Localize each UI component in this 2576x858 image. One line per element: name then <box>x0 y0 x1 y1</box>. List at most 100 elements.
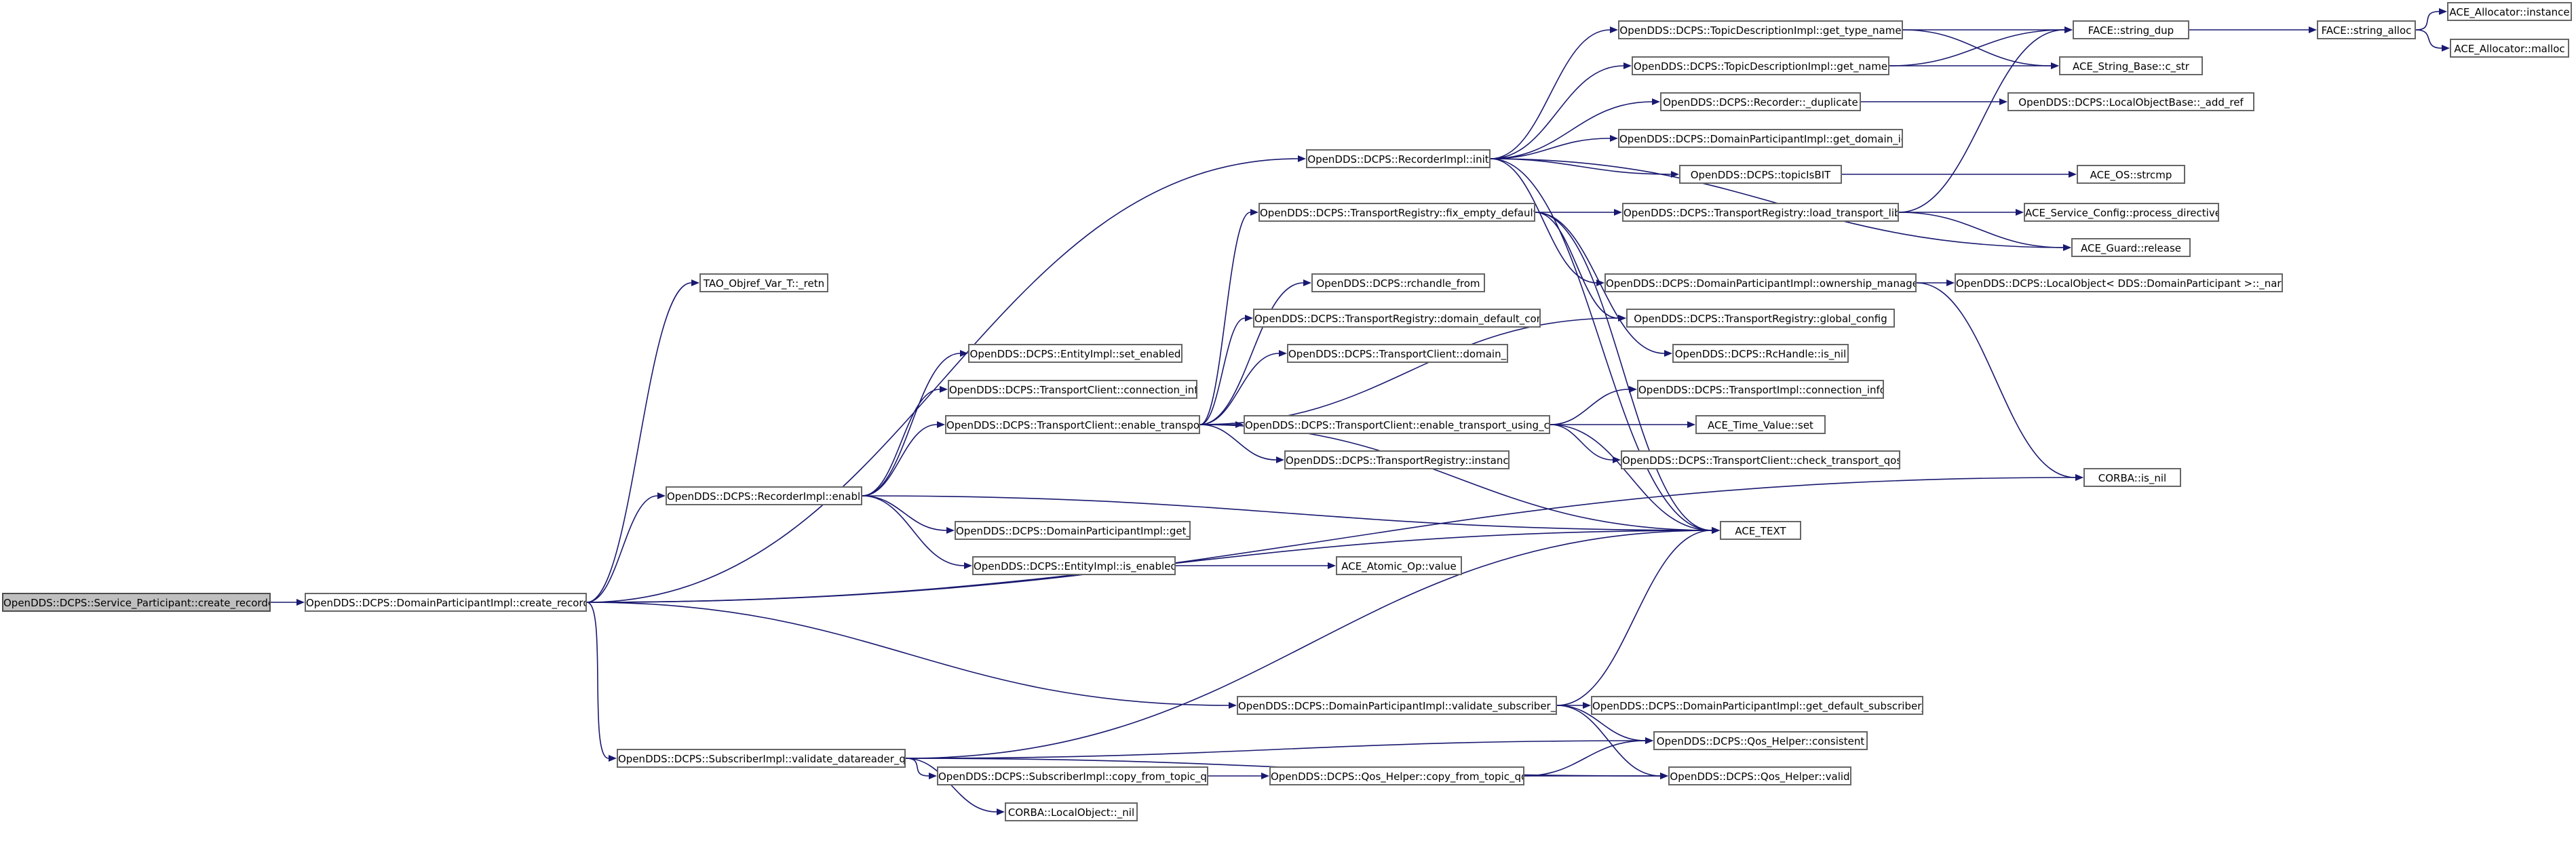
call-edge-n7-n14 <box>1199 282 1304 425</box>
call-edge-n17-n34 <box>1550 424 1712 531</box>
call-edge-n46-n47 <box>2415 11 2440 31</box>
call-edge-n1-n2 <box>586 282 692 603</box>
call-edge-n12-n28 <box>1490 158 1597 284</box>
call-edge-n1-n12 <box>586 158 1299 603</box>
node-recorderimpl-enable[interactable]: OpenDDS::DCPS::RecorderImpl::enable <box>666 486 862 505</box>
call-edge-arrowhead <box>1298 155 1306 162</box>
call-edge-arrowhead <box>960 350 968 357</box>
node-subscriberimpl-validate-datareader-qos[interactable]: OpenDDS::DCPS::SubscriberImpl::validate_… <box>617 749 906 768</box>
call-edge-n1-n45 <box>586 477 2076 603</box>
node-transportclient-domain-id[interactable]: OpenDDS::DCPS::TransportClient::domain_i… <box>1287 344 1508 363</box>
node-ace-text[interactable]: ACE_TEXT <box>1720 521 1801 540</box>
call-edge-arrowhead <box>1712 527 1720 534</box>
node-service-participant-create-recorder[interactable]: OpenDDS::DCPS::Service_Participant::crea… <box>2 593 271 612</box>
node-ace-service-config-process-directive[interactable]: ACE_Service_Config::process_directive <box>2024 203 2219 222</box>
call-edge-n12-n26 <box>1490 158 1672 175</box>
node-ace-time-value-set[interactable]: ACE_Time_Value::set <box>1695 415 1826 434</box>
call-edge-arrowhead <box>1261 773 1269 779</box>
node-topicdescriptionimpl-get-name[interactable]: OpenDDS::DCPS::TopicDescriptionImpl::get… <box>1632 56 1889 75</box>
node-subscriberimpl-copy-from-topic-qos[interactable]: OpenDDS::DCPS::SubscriberImpl::copy_from… <box>937 766 1208 785</box>
call-edge-arrowhead <box>1645 737 1653 744</box>
node-topicisbit[interactable]: OpenDDS::DCPS::topicIsBIT <box>1679 165 1842 184</box>
call-edge-arrowhead <box>1652 98 1660 105</box>
call-edge-n1-n4 <box>586 602 609 759</box>
node-entityimpl-is-enabled[interactable]: OpenDDS::DCPS::EntityImpl::is_enabled <box>972 556 1176 575</box>
call-edge-n1-n20 <box>586 602 1229 706</box>
node-ace-atomic-op-value[interactable]: ACE_Atomic_Op::value <box>1336 556 1462 575</box>
call-edge-n17-n31 <box>1550 389 1630 425</box>
call-edge-n12-n24 <box>1490 101 1653 159</box>
node-domainparticipantimpl-get-domain-id[interactable]: OpenDDS::DCPS::DomainParticipantImpl::ge… <box>1618 129 1903 148</box>
node-corba-is-nil[interactable]: CORBA::is_nil <box>2083 468 2181 487</box>
call-edge-arrowhead <box>2309 26 2317 33</box>
call-edge-arrowhead <box>2016 209 2024 216</box>
node-topicdescriptionimpl-get-type-name[interactable]: OpenDDS::DCPS::TopicDescriptionImpl::get… <box>1618 20 1903 39</box>
call-edge-arrowhead <box>1614 209 1622 216</box>
node-transportregistry-load-transport-lib[interactable]: OpenDDS::DCPS::TransportRegistry::load_t… <box>1622 203 1899 222</box>
node-transportregistry-fix-empty-default[interactable]: OpenDDS::DCPS::TransportRegistry::fix_em… <box>1258 203 1535 222</box>
node-corba-localobject-nil[interactable]: CORBA::LocalObject::_nil <box>1005 802 1138 821</box>
call-edge-arrowhead <box>1328 562 1336 569</box>
call-edge-arrowhead <box>2075 474 2083 481</box>
node-transportclient-enable-transport[interactable]: OpenDDS::DCPS::TransportClient::enable_t… <box>945 415 1200 434</box>
node-face-string-alloc[interactable]: FACE::string_alloc <box>2317 20 2416 39</box>
call-edge-arrowhead <box>1946 279 1955 286</box>
node-rchandle-from[interactable]: OpenDDS::DCPS::rchandle_from <box>1311 273 1485 292</box>
node-transportregistry-instance[interactable]: OpenDDS::DCPS::TransportRegistry::instan… <box>1284 450 1510 469</box>
call-edge-arrowhead <box>2051 62 2059 69</box>
call-edge-arrowhead <box>691 279 699 286</box>
call-edge-arrowhead <box>1671 171 1679 178</box>
node-transportimpl-connection-info[interactable]: OpenDDS::DCPS::TransportImpl::connection… <box>1637 380 1884 399</box>
call-edge-arrowhead <box>657 492 666 499</box>
node-ace-os-strcmp[interactable]: ACE_OS::strcmp <box>2077 165 2185 184</box>
call-edge-n4-n10 <box>905 758 929 777</box>
call-edge-arrowhead <box>1610 135 1618 142</box>
call-edge-arrowhead <box>2442 45 2450 52</box>
call-edge-n46-n48 <box>2415 29 2442 49</box>
call-edge-arrowhead <box>946 527 955 534</box>
node-transportclient-enable-transport-using-config[interactable]: OpenDDS::DCPS::TransportClient::enable_t… <box>1244 415 1550 434</box>
node-recorder-duplicate[interactable]: OpenDDS::DCPS::Recorder::_duplicate <box>1660 92 1861 111</box>
call-edge-n27-n43 <box>1898 212 2064 248</box>
node-entityimpl-set-enabled[interactable]: OpenDDS::DCPS::EntityImpl::set_enabled <box>968 344 1183 363</box>
node-recorderimpl-init[interactable]: OpenDDS::DCPS::RecorderImpl::init <box>1306 149 1491 168</box>
call-edge-n12-n25 <box>1490 138 1611 159</box>
call-edge-arrowhead <box>940 386 948 393</box>
node-face-string-dup[interactable]: FACE::string_dup <box>2073 20 2189 39</box>
call-edge-arrowhead <box>1687 421 1695 428</box>
node-transportregistry-global-config[interactable]: OpenDDS::DCPS::TransportRegistry::global… <box>1626 309 1895 328</box>
call-edge-n20-n34 <box>1556 530 1712 706</box>
call-edge-n7-n29 <box>1199 317 1619 425</box>
call-edge-arrowhead <box>1583 702 1591 709</box>
node-ace-guard-release[interactable]: ACE_Guard::release <box>2071 238 2191 257</box>
node-domainparticipantimpl-validate-subscriber-qos[interactable]: OpenDDS::DCPS::DomainParticipantImpl::va… <box>1237 696 1557 715</box>
node-domainparticipantimpl-ownership-manager[interactable]: OpenDDS::DCPS::DomainParticipantImpl::ow… <box>1604 273 1917 292</box>
call-edge-n12-n22 <box>1490 29 1611 159</box>
node-tao-objref-var-retn[interactable]: TAO_Objref_Var_T::_retn <box>699 273 828 292</box>
call-edge-n7-n13 <box>1199 212 1251 425</box>
node-ace-allocator-malloc[interactable]: ACE_Allocator::malloc <box>2450 39 2569 58</box>
node-qos-helper-copy-from-topic-qos[interactable]: OpenDDS::DCPS::Qos_Helper::copy_from_top… <box>1269 766 1524 785</box>
node-localobject-domainparticipant-narrow[interactable]: OpenDDS::DCPS::LocalObject< DDS::DomainP… <box>1955 273 2283 292</box>
node-ace-allocator-instance[interactable]: ACE_Allocator::instance <box>2447 2 2572 21</box>
call-edge-n4-n36 <box>905 740 1646 759</box>
call-edge-arrowhead <box>929 773 937 779</box>
node-domainparticipantimpl-get-id[interactable]: OpenDDS::DCPS::DomainParticipantImpl::ge… <box>955 521 1191 540</box>
node-domainparticipantimpl-get-default-subscriber-qos[interactable]: OpenDDS::DCPS::DomainParticipantImpl::ge… <box>1591 696 1923 715</box>
call-edge-arrowhead <box>1276 456 1284 463</box>
node-rchandle-is-nil[interactable]: OpenDDS::DCPS::RcHandle::is_nil <box>1672 344 1849 363</box>
node-qos-helper-valid[interactable]: OpenDDS::DCPS::Qos_Helper::valid <box>1668 766 1851 785</box>
node-ace-string-base-c-str[interactable]: ACE_String_Base::c_str <box>2059 56 2203 75</box>
call-edge-arrowhead <box>1999 98 2007 105</box>
node-domainparticipantimpl-create-recorder[interactable]: OpenDDS::DCPS::DomainParticipantImpl::cr… <box>305 593 587 612</box>
call-edge-n20-n37 <box>1556 705 1661 777</box>
node-transportclient-connection-info[interactable]: OpenDDS::DCPS::TransportClient::connecti… <box>948 380 1197 399</box>
call-edge-arrowhead <box>1279 350 1287 357</box>
node-qos-helper-consistent[interactable]: OpenDDS::DCPS::Qos_Helper::consistent <box>1653 731 1868 750</box>
call-edge-arrowhead <box>2069 171 2077 178</box>
node-transportclient-check-transport-qos[interactable]: OpenDDS::DCPS::TransportClient::check_tr… <box>1621 450 1900 469</box>
node-localobjectbase-add-ref[interactable]: OpenDDS::DCPS::LocalObjectBase::_add_ref <box>2007 92 2254 111</box>
call-edge-n23-n38 <box>1889 29 2065 66</box>
call-edge-arrowhead <box>1664 350 1672 357</box>
node-transportregistry-domain-default-config[interactable]: OpenDDS::DCPS::TransportRegistry::domain… <box>1253 309 1541 328</box>
